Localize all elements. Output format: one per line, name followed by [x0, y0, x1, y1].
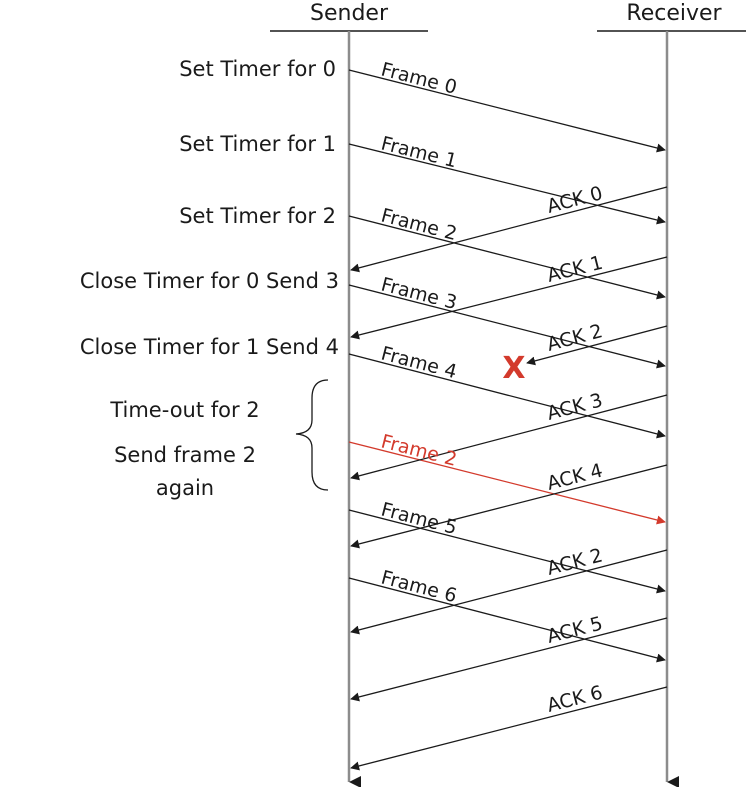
ack-1-label: ACK 1	[545, 252, 605, 287]
frame-6-label: Frame 6	[379, 567, 459, 608]
frame-1-arrow	[348, 143, 666, 225]
ack-5-arrow	[350, 617, 668, 702]
frame-5-label: Frame 5	[379, 499, 459, 540]
ack-2-lost-arrow	[526, 325, 668, 366]
ack-0-label: ACK 0	[545, 182, 605, 218]
ack-6-arrow	[350, 686, 668, 771]
ack-4-arrow	[350, 464, 668, 549]
event-close-timer-0: Close Timer for 0 Send 3	[80, 269, 339, 293]
frame-4-arrow	[348, 353, 666, 439]
timeout-brace	[295, 379, 329, 491]
event-resend-line-1: Send frame 2	[114, 443, 256, 467]
ack-6-label: ACK 6	[545, 681, 605, 716]
event-set-timer-1: Set Timer for 1	[179, 132, 336, 156]
ack-4-label: ACK 4	[545, 459, 605, 494]
frame-4-label: Frame 4	[379, 343, 459, 384]
ack-1-arrow	[350, 256, 668, 340]
event-set-timer-2: Set Timer for 2	[179, 204, 336, 228]
frame-0-arrow	[348, 69, 666, 153]
event-close-timer-1: Close Timer for 1 Send 4	[80, 335, 339, 359]
frame-2-label: Frame 2	[379, 205, 459, 246]
event-set-timer-0: Set Timer for 0	[179, 57, 336, 81]
frame-3-arrow	[348, 284, 666, 369]
frame-0-label: Frame 0	[379, 59, 459, 99]
frame-2-retransmit-label: Frame 2	[379, 431, 459, 471]
receiver-header: Receiver	[626, 1, 722, 26]
sender-header: Sender	[310, 1, 389, 26]
ack-2-second-arrow	[350, 549, 668, 635]
event-resend-line-2: again	[156, 476, 214, 500]
frame-2-retransmit-arrow	[348, 441, 666, 525]
ack-3-arrow	[350, 394, 668, 481]
lost-ack-x-icon: X	[502, 351, 525, 386]
frame-1-label: Frame 1	[379, 132, 459, 172]
event-timeout-2: Time-out for 2	[109, 398, 259, 422]
frame-3-label: Frame 3	[379, 274, 459, 315]
frame-5-arrow	[348, 509, 666, 594]
frame-2-arrow	[348, 215, 666, 300]
ack-0-arrow	[350, 186, 668, 273]
frame-6-arrow	[348, 577, 666, 663]
